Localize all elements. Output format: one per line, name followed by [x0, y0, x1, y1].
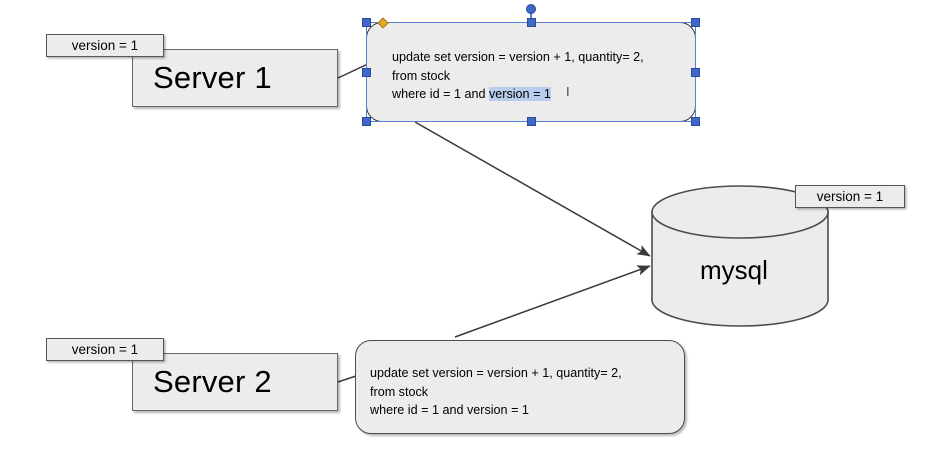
server1-version-tag-label: version = 1 — [71, 38, 139, 53]
server2-node[interactable]: Server 2 — [132, 353, 338, 411]
sql-box-2-line1: update set version = version + 1, quanti… — [370, 366, 622, 380]
sql-box-2-line3: where id = 1 and version = 1 — [370, 403, 529, 417]
resize-handle-top-left[interactable] — [362, 18, 371, 27]
sql-box-2-line2: from stock — [370, 384, 429, 399]
edge-sqlbox2-to-database — [454, 265, 651, 338]
resize-handle-bottom-left[interactable] — [362, 117, 371, 126]
resize-handle-middle-right[interactable] — [691, 67, 700, 77]
rotate-handle-stem — [530, 8, 532, 24]
server1-version-tag[interactable]: version = 1 — [46, 34, 164, 57]
server2-version-tag-label: version = 1 — [71, 342, 139, 357]
resize-handle-top-right[interactable] — [691, 18, 700, 27]
server1-label: Server 1 — [153, 60, 272, 95]
database-label: mysql — [700, 255, 768, 285]
sql-box-2-text[interactable]: update set version = version + 1, quanti… — [370, 364, 670, 420]
sql-box-1-line1: update set version = version + 1, quanti… — [392, 50, 644, 64]
cylinder-top — [651, 185, 829, 239]
sql-box-1-line3-prefix: where id = 1 and — [392, 87, 489, 101]
text-cursor-icon: I — [566, 84, 570, 99]
sql-box-1-selected-text: version = 1 — [488, 87, 551, 101]
cylinder-body — [651, 211, 829, 327]
resize-handle-top-center[interactable] — [526, 18, 536, 27]
edge-sqlbox1-to-database — [414, 121, 651, 257]
database-cylinder[interactable] — [651, 185, 829, 327]
database-version-tag-label: version = 1 — [816, 189, 884, 204]
server2-version-tag[interactable]: version = 1 — [46, 338, 164, 361]
sql-box-1-line2: from stock — [392, 68, 451, 83]
resize-handle-bottom-right[interactable] — [691, 117, 700, 126]
sql-box-1-text[interactable]: update set version = version + 1, quanti… — [392, 48, 682, 104]
database-version-tag[interactable]: version = 1 — [795, 185, 905, 208]
sql-statement-box-2[interactable] — [355, 340, 685, 434]
server2-label: Server 2 — [153, 364, 272, 399]
rotate-handle-icon[interactable] — [526, 4, 536, 14]
resize-handle-bottom-center[interactable] — [526, 117, 536, 126]
server1-node[interactable]: Server 1 — [132, 49, 338, 107]
resize-handle-middle-left[interactable] — [362, 67, 371, 77]
